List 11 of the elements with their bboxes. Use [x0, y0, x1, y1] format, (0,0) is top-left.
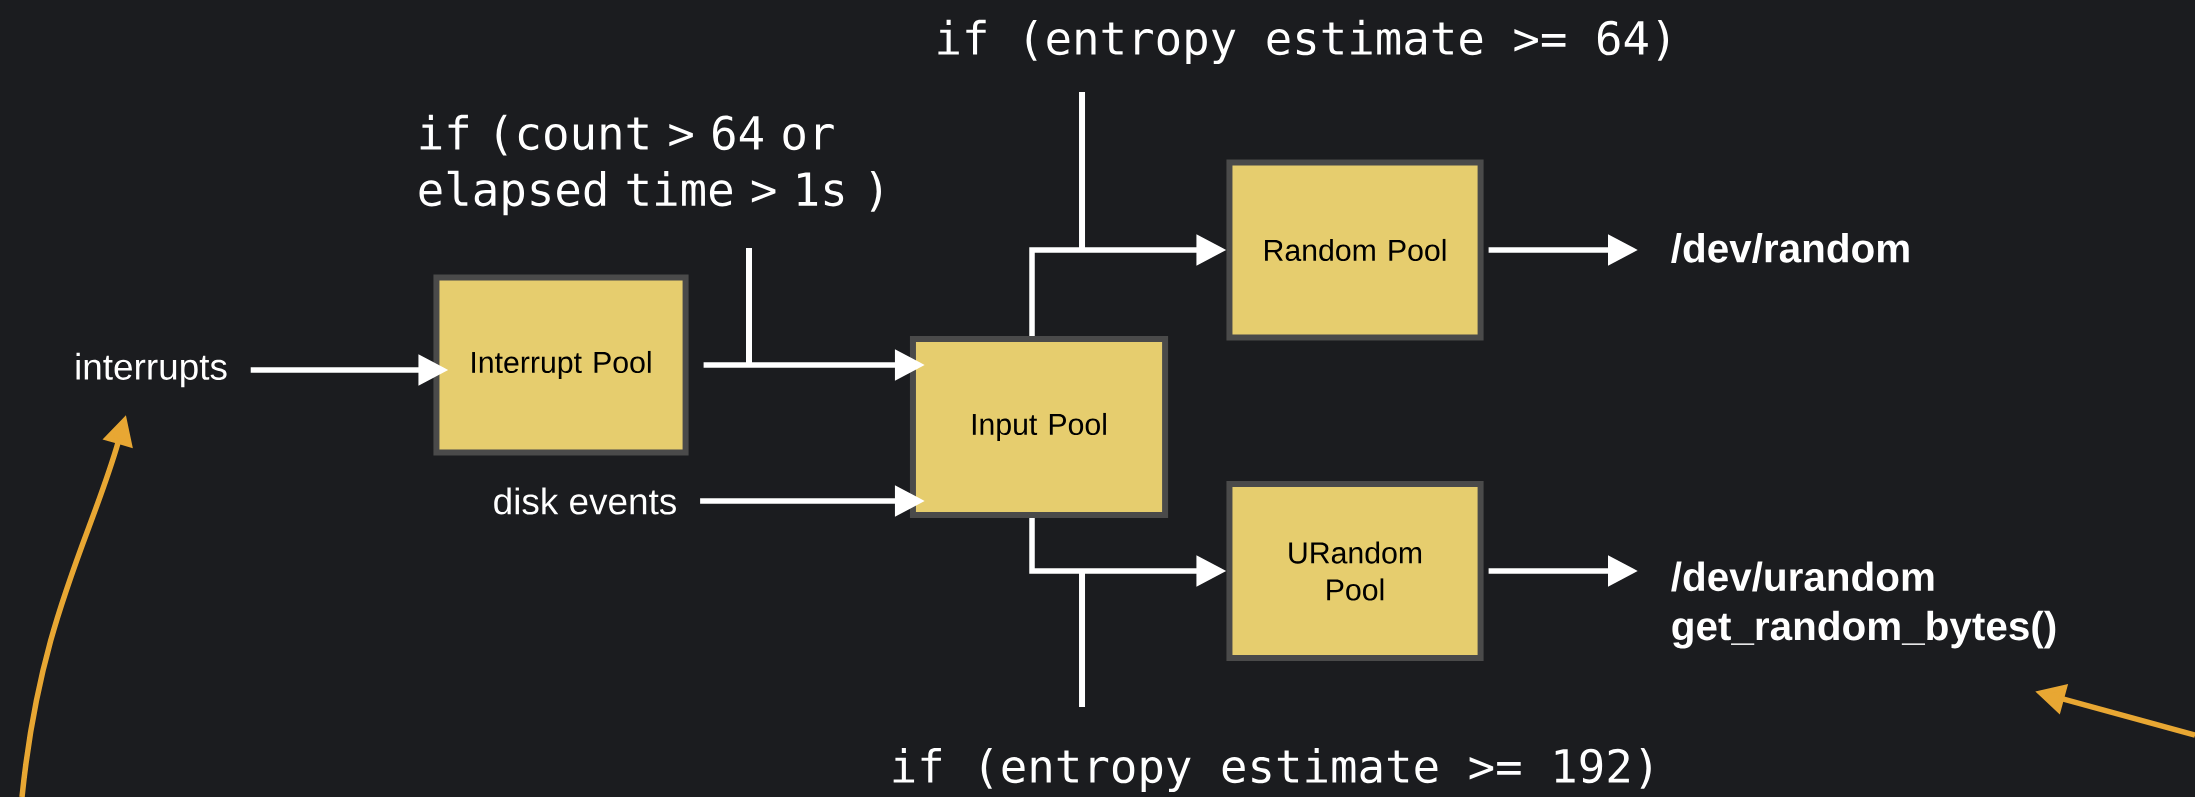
pool-box: URandom Pool	[1226, 480, 1484, 662]
source-label: disk events	[494, 487, 676, 515]
condition-text: if (count > 64 or elapsed time > 1s )	[419, 114, 881, 216]
device-label: /dev/random	[1671, 232, 1909, 264]
pool-box: Random Pool	[1226, 159, 1484, 341]
pool-box: Interrupt Pool	[433, 274, 689, 456]
source-label: interrupts	[76, 352, 227, 388]
condition-text: if (entropy estimate >= 192)	[893, 747, 1651, 793]
condition-text: if (entropy estimate >= 64)	[938, 19, 1669, 65]
pool-box: Input Pool	[909, 335, 1169, 519]
device-label: /dev/urandom get_random_bytes()	[1671, 561, 2056, 649]
